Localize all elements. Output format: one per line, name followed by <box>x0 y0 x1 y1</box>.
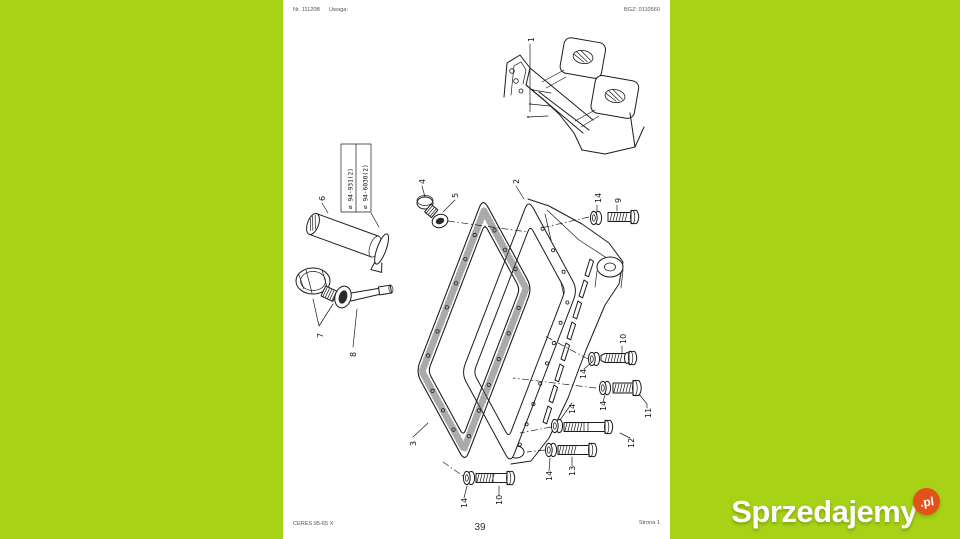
callout-7: 7 <box>316 333 325 338</box>
brand-name: Sprzedajemy <box>731 494 917 529</box>
part-number-2: ⌀ 94-6030(2) <box>363 164 370 209</box>
bolt-10-lower <box>462 470 516 486</box>
callout-14b: 14 <box>579 369 588 379</box>
doc-code: BGZ: 0110560 <box>624 7 660 13</box>
callout-14a: 14 <box>594 193 603 203</box>
assembly-lines <box>442 216 597 477</box>
engine-block-fragment <box>503 37 645 155</box>
callout-13: 13 <box>568 466 577 476</box>
callout-10b: 10 <box>495 495 504 505</box>
seal-ring <box>431 213 449 229</box>
part-number-table: ⌀ 94-931(2) ⌀ 94-6030(2) <box>340 143 380 228</box>
callout-10a: 10 <box>619 334 628 344</box>
doc-number: Nr. 11120B <box>293 7 320 13</box>
pl-badge: .pl <box>913 488 940 515</box>
callout-2: 2 <box>512 179 521 184</box>
callouts: 1 2 3 4 5 6 7 8 9 14 10 14 11 14 12 14 1… <box>316 37 653 508</box>
bolt-13 <box>544 442 598 458</box>
bolt-12 <box>550 418 614 435</box>
model-code: CERES 95-65 X <box>293 521 334 527</box>
part-number-1: ⌀ 94-931(2) <box>348 168 355 209</box>
pan-gasket <box>417 201 531 459</box>
bolt-9 <box>589 209 640 226</box>
flange-bolt-holes <box>517 226 570 447</box>
filler-cap-assembly <box>295 267 394 309</box>
oil-filler-tube <box>306 212 390 273</box>
tld-label: .pl <box>918 493 935 510</box>
sprzedajemy-watermark: Sprzedajemy .pl <box>731 488 940 529</box>
sheet-label: Strona 1 <box>639 520 660 526</box>
callout-14c: 14 <box>599 401 608 411</box>
callout-12: 12 <box>627 438 636 448</box>
callout-4: 4 <box>418 179 427 184</box>
callout-11: 11 <box>644 408 653 418</box>
callout-14f: 14 <box>460 498 469 508</box>
callout-14d: 14 <box>568 404 577 414</box>
parts-diagram: Nr. 11120B Uwaga: BGZ: 0110560 <box>293 7 660 533</box>
oil-pan <box>461 198 624 465</box>
catalog-page: Nr. 11120B Uwaga: BGZ: 0110560 <box>283 0 670 539</box>
gasket-holes <box>426 228 521 439</box>
callout-1: 1 <box>527 37 536 42</box>
note-label: Uwaga: <box>329 7 348 13</box>
callout-9: 9 <box>614 198 623 203</box>
callout-14e: 14 <box>545 471 554 481</box>
bolt-10-upper <box>587 350 638 367</box>
callout-6: 6 <box>318 196 327 201</box>
callout-8: 8 <box>349 352 358 357</box>
callout-5: 5 <box>451 193 460 198</box>
page-number: 39 <box>474 522 486 533</box>
drain-plug <box>416 195 439 219</box>
callout-3: 3 <box>409 441 418 446</box>
bolt-11 <box>598 380 642 396</box>
callout-leaders <box>312 43 648 499</box>
